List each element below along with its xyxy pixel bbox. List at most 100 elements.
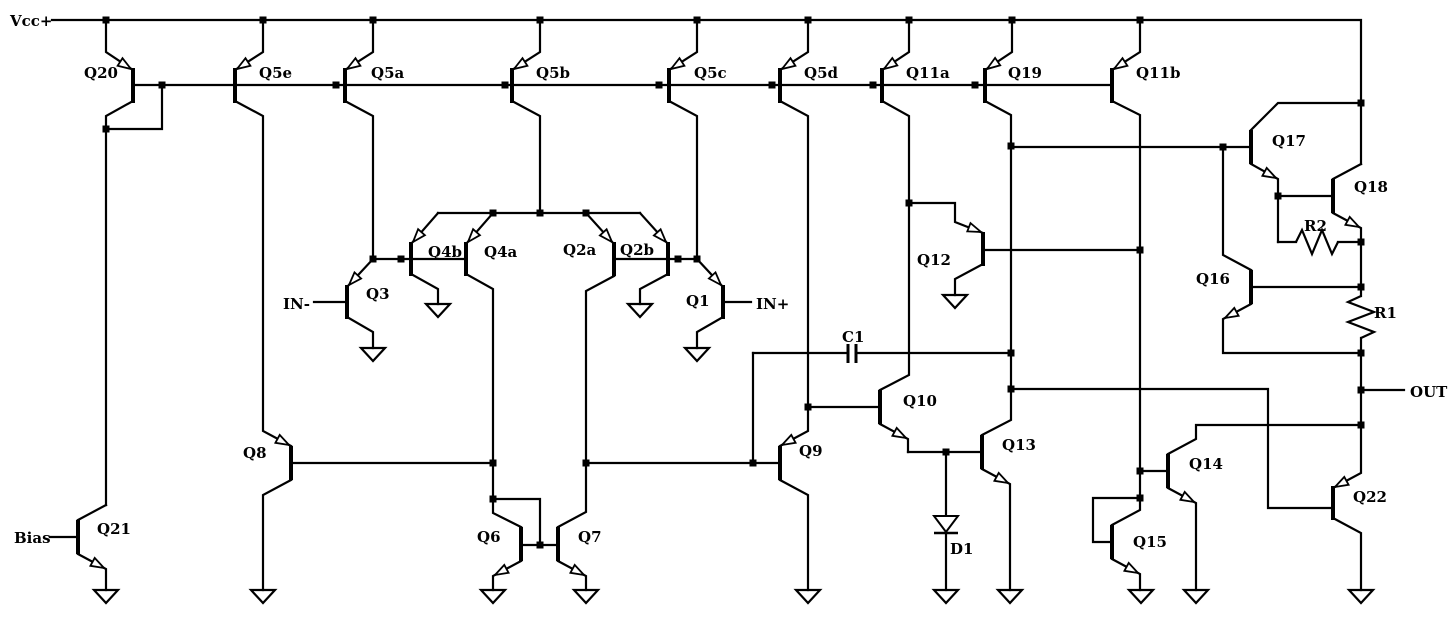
label-q22: Q22 <box>1353 488 1387 506</box>
junction-dot <box>971 81 979 89</box>
label-q13: Q13 <box>1002 436 1036 454</box>
transistor-q5e-emitter-arrow-icon <box>234 56 252 71</box>
junction-dot <box>1136 246 1144 254</box>
resistor-r1-body <box>1344 295 1378 339</box>
transistor-q5d-emitter-arrow-icon <box>779 56 797 71</box>
diode-d1-body <box>932 515 960 534</box>
wire <box>464 272 523 529</box>
wire <box>778 99 810 448</box>
transistor-q6-emitter-arrow-icon <box>492 563 510 577</box>
junction-dot <box>489 459 497 467</box>
wire <box>76 503 108 522</box>
junction-dot <box>749 459 757 467</box>
transistor-q5b-emitter-arrow-icon <box>511 56 529 71</box>
junction-dot <box>674 255 682 263</box>
transistor-q8-emitter-arrow-icon <box>274 433 292 447</box>
wire <box>1166 486 1198 592</box>
ground-icon <box>1126 588 1156 605</box>
junction-dot <box>1136 494 1144 502</box>
junction-dot <box>501 81 509 89</box>
transistor-q9-emitter-arrow-icon <box>779 433 797 447</box>
label-q11a: Q11a <box>906 64 950 82</box>
label-q12: Q12 <box>917 251 951 269</box>
transistor-q20-emitter-arrow-icon <box>116 56 134 71</box>
transistor-q10-emitter-arrow-icon <box>891 426 909 440</box>
label-q4b: Q4b <box>428 243 462 261</box>
junction-dot <box>369 16 377 24</box>
wire <box>1221 145 1253 272</box>
wire <box>878 99 911 392</box>
wire <box>1110 99 1142 527</box>
wire <box>104 83 164 131</box>
wire <box>1091 496 1142 544</box>
ground-icon <box>625 302 655 319</box>
ground-icon <box>248 588 278 605</box>
junction-dot <box>1007 142 1015 150</box>
wire <box>1110 557 1142 592</box>
junction-dot <box>536 541 544 549</box>
junction-dot <box>1357 349 1365 357</box>
wire <box>1249 101 1363 132</box>
junction-dot <box>869 81 877 89</box>
junction-dot <box>397 255 405 263</box>
wire <box>261 478 293 592</box>
junction-dot <box>1136 16 1144 24</box>
wire <box>343 99 375 261</box>
wire <box>104 99 135 507</box>
label-q1: Q1 <box>686 292 710 310</box>
label-q19: Q19 <box>1008 64 1042 82</box>
label-q8: Q8 <box>243 444 267 462</box>
junction-dot <box>942 448 950 456</box>
junction-dot <box>1008 16 1016 24</box>
junction-dot <box>1007 349 1015 357</box>
wire <box>667 99 699 261</box>
ground-icon <box>1346 588 1376 605</box>
label-q5d: Q5d <box>804 64 839 82</box>
ground-icon <box>931 588 961 605</box>
label-q18: Q18 <box>1354 178 1388 196</box>
label-in_minus: IN- <box>283 295 310 313</box>
junction-dot <box>1357 283 1365 291</box>
junction-dot <box>1357 421 1365 429</box>
junction-dot <box>1274 192 1282 200</box>
transistor-q18-emitter-arrow-icon <box>1344 215 1362 229</box>
label-out: OUT <box>1410 383 1448 401</box>
label-r2: R2 <box>1304 217 1327 235</box>
junction-dot <box>1219 143 1227 151</box>
wire <box>556 274 616 529</box>
junction-dot <box>693 16 701 24</box>
label-q11b: Q11b <box>1136 64 1180 82</box>
label-q14: Q14 <box>1189 455 1223 473</box>
label-bias: Bias <box>14 529 51 547</box>
junction-dot <box>259 16 267 24</box>
label-d1: D1 <box>950 540 973 558</box>
wire <box>1331 516 1363 592</box>
wire <box>638 272 670 306</box>
label-c1: C1 <box>842 328 864 346</box>
label-q5e: Q5e <box>259 64 292 82</box>
transistor-q12-emitter-arrow-icon <box>966 221 984 234</box>
label-q9: Q9 <box>799 442 823 460</box>
label-q2a: Q2a <box>563 241 597 259</box>
label-r1: R1 <box>1374 304 1397 322</box>
junction-dot <box>102 16 110 24</box>
label-q6: Q6 <box>477 528 501 546</box>
wire <box>1331 162 1363 181</box>
label-vcc: Vcc+ <box>9 12 52 30</box>
junction-dot <box>489 209 497 217</box>
ground-icon <box>478 588 508 605</box>
wire <box>980 99 1013 437</box>
junction-dot <box>332 81 340 89</box>
label-q7: Q7 <box>578 528 602 546</box>
junction-dot <box>369 255 377 263</box>
label-q3: Q3 <box>366 285 390 303</box>
junction-dot <box>582 459 590 467</box>
label-q16: Q16 <box>1196 270 1230 288</box>
transistor-q21-emitter-arrow-icon <box>89 556 107 570</box>
wire <box>50 18 1363 166</box>
junction-dot <box>1357 99 1365 107</box>
wire <box>345 315 375 350</box>
wire <box>695 315 725 350</box>
transistor-q17-emitter-arrow-icon <box>1261 166 1279 180</box>
label-q10: Q10 <box>903 392 937 410</box>
